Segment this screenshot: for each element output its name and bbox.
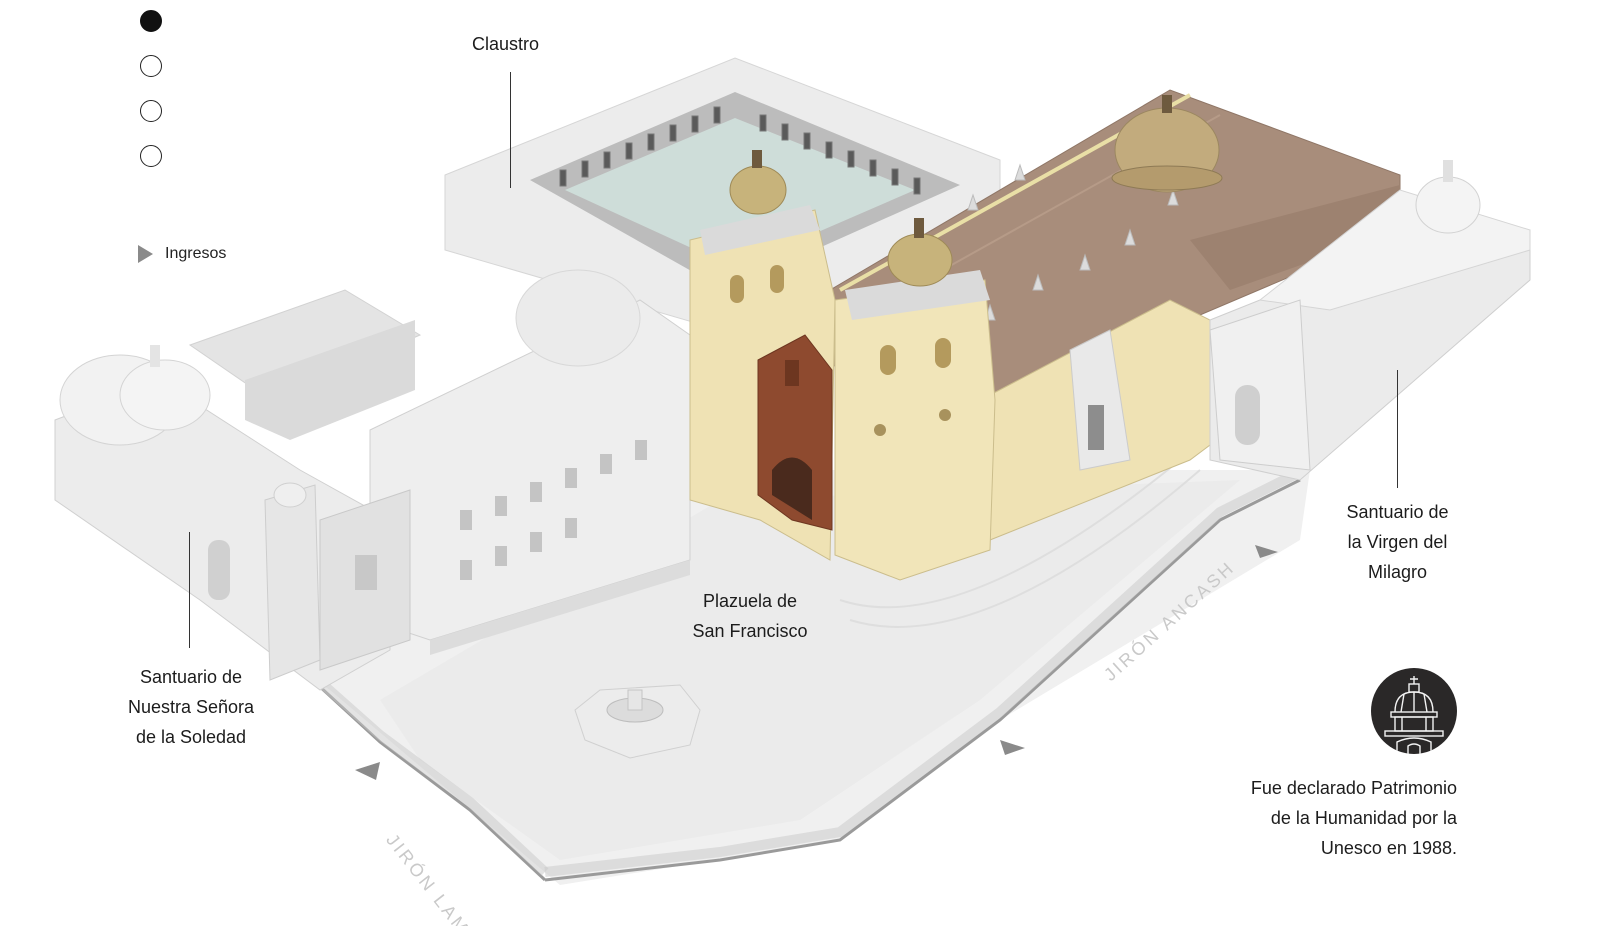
label-plaza-line-1: Plazuela de (702, 591, 798, 611)
leader-soledad (189, 532, 190, 648)
entrance-marker-ancash-south (1000, 740, 1025, 755)
label-plaza: Plazuela de San Francisco (680, 586, 820, 646)
heritage-line-1: Fue declarado Patrimonio (1250, 778, 1457, 798)
label-milagro-line-1: Santuario de (1346, 502, 1449, 522)
grey-dome-left-wing (515, 269, 641, 367)
church-right-tower (834, 279, 996, 581)
right-tower-cupola (887, 233, 953, 287)
entrances-legend: Ingresos (138, 245, 226, 263)
left-tower-cupola (729, 165, 787, 215)
left-wing-roof (188, 289, 422, 401)
leader-cloister (510, 72, 511, 188)
side-portal (1069, 329, 1131, 471)
slide-pagination (140, 10, 164, 190)
heritage-line-2: de la Humanidad por la (1270, 808, 1457, 828)
entrance-markers (355, 545, 1278, 780)
label-soledad-line-1: Santuario de (139, 667, 243, 687)
label-soledad: Santuario de Nuestra Señora de la Soleda… (115, 662, 267, 752)
slide-dot-4[interactable] (140, 145, 162, 167)
slide-dot-2[interactable] (140, 55, 162, 77)
dome-icon (1384, 676, 1444, 754)
entrance-marker-ancash-north (1255, 545, 1278, 558)
label-milagro-line-3: Milagro (1367, 562, 1428, 582)
heritage-note: Fue declarado Patrimonio de la Humanidad… (1251, 773, 1457, 863)
entrance-marker-lampa (355, 762, 380, 780)
leader-milagro (1397, 370, 1398, 488)
entrance-arrow-icon (138, 245, 153, 263)
heritage-line-3: Unesco en 1988. (1320, 838, 1457, 858)
milagro-dome (1415, 176, 1481, 234)
label-cloister: Claustro (472, 34, 540, 54)
slide-dot-1[interactable] (140, 10, 162, 32)
soledad-tower (264, 484, 321, 681)
label-plaza-line-2: San Francisco (692, 621, 808, 641)
fence-right (544, 478, 1301, 882)
left-wing-windows (460, 440, 647, 580)
slide-dot-3[interactable] (140, 100, 162, 122)
heritage-seal (1371, 668, 1457, 754)
roof-finials (967, 163, 1179, 321)
label-milagro: Santuario de la Virgen del Milagro (1330, 497, 1465, 587)
label-soledad-line-2: Nuestra Señora (127, 697, 255, 717)
label-milagro-line-2: la Virgen del (1347, 532, 1448, 552)
label-soledad-line-3: de la Soledad (135, 727, 247, 747)
cloister-arcade (559, 106, 921, 195)
entrances-legend-label: Ingresos (165, 245, 227, 262)
